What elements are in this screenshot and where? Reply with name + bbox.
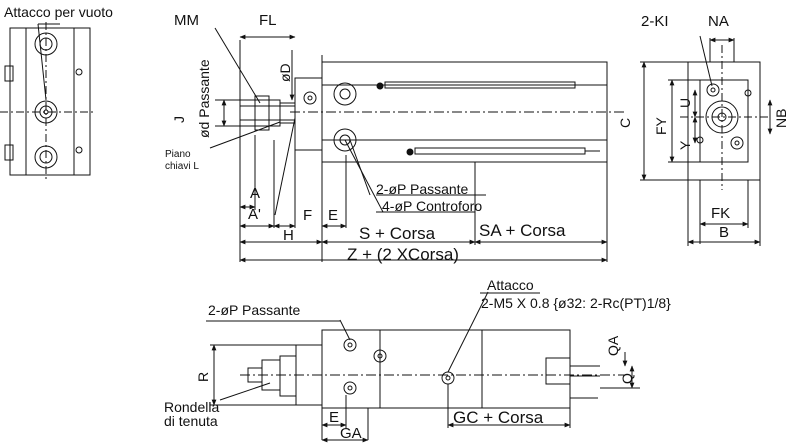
od-passante-prefix: ød: [196, 117, 212, 138]
qa-label: QA: [605, 335, 621, 356]
y-label: Y: [677, 140, 693, 150]
di-tenuta-label: di tenuta: [164, 413, 218, 429]
vacuum-port-label: Attacco per vuoto: [4, 4, 113, 20]
z-corsa-label: Z + (2 XCorsa): [347, 245, 459, 264]
main-dimension-lines: [209, 27, 608, 263]
port-spec-label: 2-M5 X 0.8 {ø32: 2-Rc(PT)1/8}: [481, 295, 671, 311]
h-label: H: [283, 227, 294, 244]
nb-label: NB: [773, 108, 789, 128]
mm-label: MM: [174, 12, 199, 29]
a-prime-label: A': [248, 206, 261, 223]
gc-corsa-label: GC + Corsa: [453, 408, 544, 427]
f-label: F: [303, 207, 313, 224]
two-op-passante-bottom-label: 2-øP Passante: [208, 302, 301, 318]
two-op-passante-label: 2-øP Passante: [376, 181, 469, 197]
od-label: øD: [277, 63, 293, 82]
od-passante-label: ød Passante: [196, 59, 212, 138]
fk-label: FK: [711, 205, 731, 222]
na-label: NA: [708, 13, 729, 30]
c-label: C: [617, 117, 633, 128]
two-ki-label: 2-KI: [641, 13, 669, 30]
s-corsa-label: S + Corsa: [359, 224, 436, 243]
right-end-view: [640, 35, 773, 246]
piano-label: Piano: [165, 149, 191, 160]
e-label: E: [328, 207, 339, 224]
rondella-label: Rondella: [164, 399, 220, 415]
chiavi-label: chiavi L: [165, 161, 199, 172]
attacco-label: Attacco: [487, 277, 534, 293]
r-label: R: [195, 371, 211, 382]
u-label: U: [677, 97, 693, 108]
q-label: Q: [619, 373, 635, 384]
e-bottom-label: E: [329, 409, 340, 426]
end-view-vacuum-port: [0, 22, 96, 182]
a-label: A: [250, 185, 261, 202]
bottom-view: [206, 291, 640, 443]
b-label: B: [719, 224, 730, 241]
fl-label: FL: [259, 12, 277, 29]
j-label: J: [171, 116, 187, 123]
sa-corsa-label: SA + Corsa: [479, 221, 566, 240]
ga-label: GA: [340, 425, 362, 442]
main-side-view: [239, 40, 625, 262]
fy-label: FY: [653, 117, 669, 135]
od-passante-suffix: Passante: [196, 59, 212, 118]
four-op-controforo-label: 4-øP Controforo: [382, 198, 483, 214]
